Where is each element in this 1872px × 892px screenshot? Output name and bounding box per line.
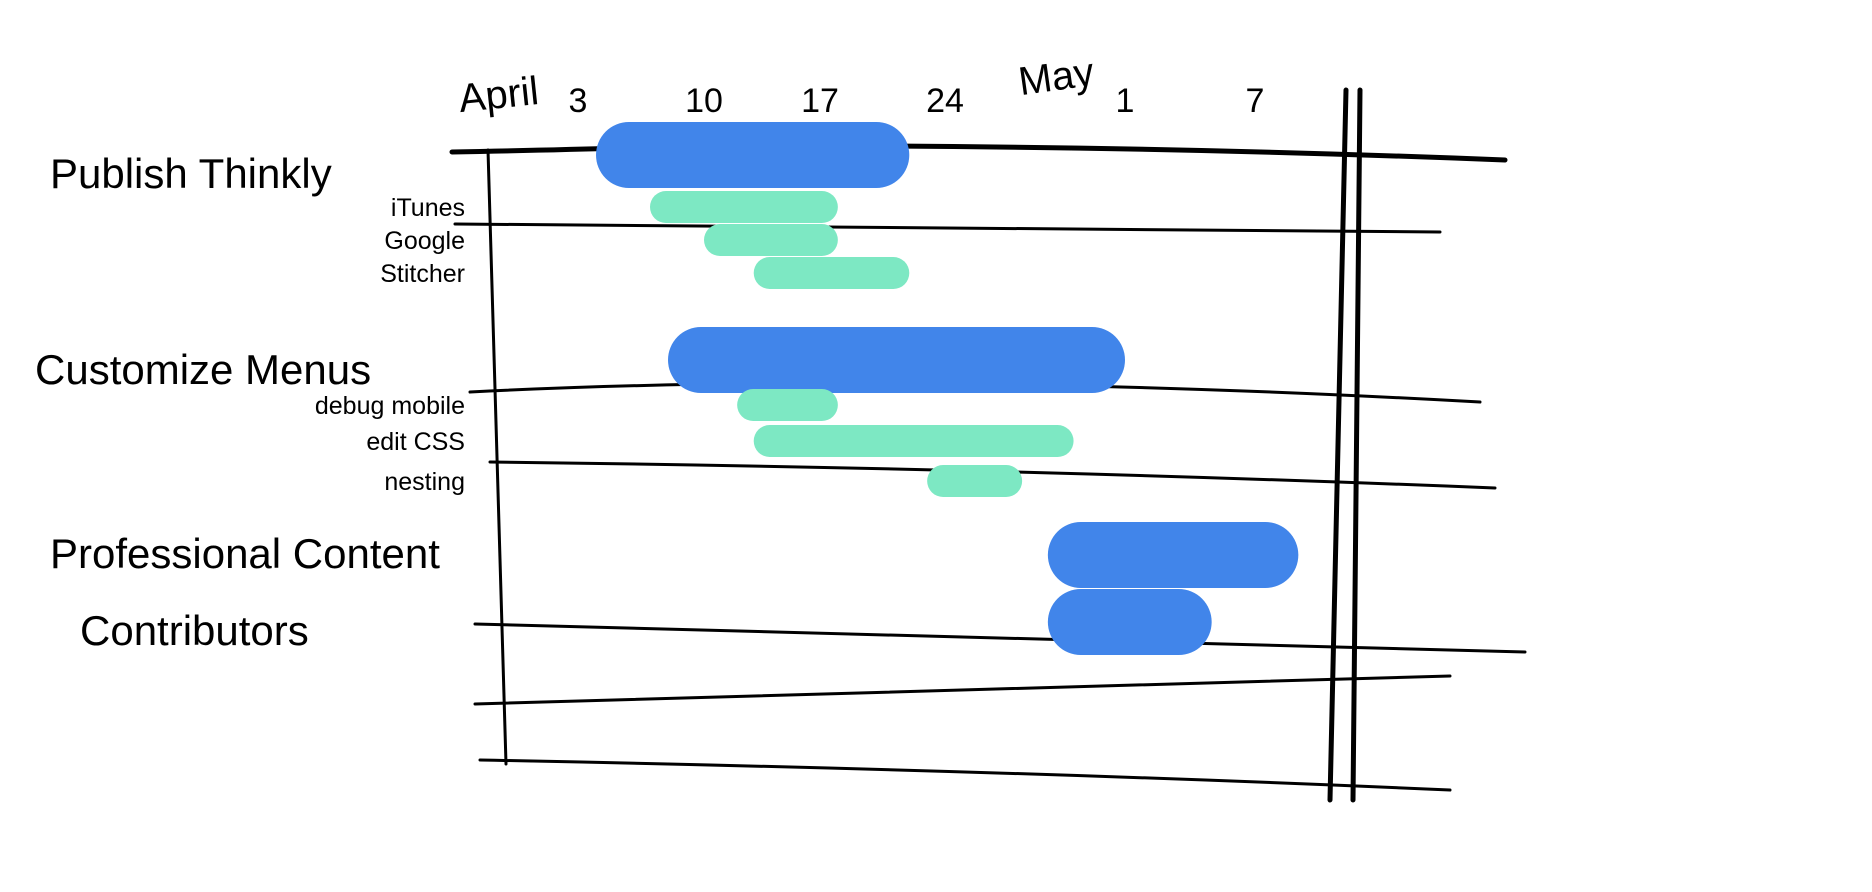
subtask-bar <box>737 389 838 421</box>
task-label: Professional Content <box>50 530 440 577</box>
bars <box>596 122 1299 655</box>
end-double-line <box>1350 87 1363 803</box>
task-label: Customize Menus <box>35 346 371 393</box>
task-bar <box>1047 522 1299 588</box>
label-axis-line <box>486 148 508 766</box>
tick-label: 10 <box>685 82 723 120</box>
tick-label: 17 <box>801 82 839 120</box>
tick-label: 3 <box>569 82 588 120</box>
tick-label: 1 <box>1116 82 1135 120</box>
subtask-label: debug mobile <box>315 392 465 420</box>
row-divider <box>473 622 1527 654</box>
subtask-bar <box>753 257 910 289</box>
task-bar <box>668 327 1125 393</box>
subtask-bar <box>927 465 1023 497</box>
subtask-bar <box>753 425 1074 457</box>
row-divider <box>473 674 1452 706</box>
month-label: May <box>1016 50 1097 104</box>
subtask-label: iTunes <box>391 194 465 222</box>
end-double-line <box>1327 87 1349 803</box>
subtask-label: Stitcher <box>380 260 465 288</box>
subtask-label: nesting <box>384 468 465 496</box>
subtask-bar <box>650 191 838 223</box>
row-divider <box>453 222 1442 234</box>
subtask-label: Google <box>384 227 465 255</box>
month-label: April <box>457 69 541 121</box>
task-label: Publish Thinkly <box>50 150 332 197</box>
task-bar <box>1047 589 1212 655</box>
subtask-label: edit CSS <box>366 428 465 456</box>
subtask-bar <box>704 224 838 256</box>
tick-label: 7 <box>1246 82 1265 120</box>
month-labels: April May <box>457 50 1097 121</box>
task-labels: Publish Thinkly iTunesGoogleStitcherCusto… <box>35 150 465 654</box>
task-label: Contributors <box>80 607 309 654</box>
row-divider <box>478 758 1452 792</box>
task-bar <box>596 122 910 188</box>
grid-lines <box>449 87 1527 803</box>
tick-label: 24 <box>926 82 964 120</box>
